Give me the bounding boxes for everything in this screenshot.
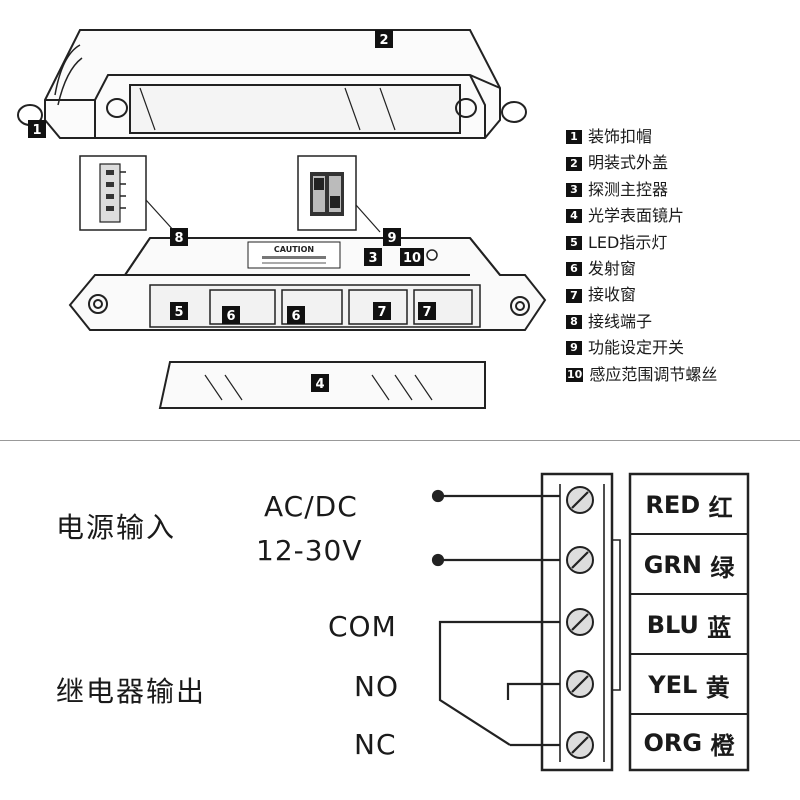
callout-6b: 6 [287, 306, 305, 324]
sticker-text: CAUTION [274, 245, 314, 254]
terminal-label-blu: BLU 蓝 [646, 611, 732, 642]
terminal-label-red: RED 红 [645, 491, 733, 522]
screw-yel [566, 670, 594, 698]
power-spec-line1: AC/DC [264, 490, 358, 523]
section-divider [0, 440, 800, 441]
svg-text:10: 10 [403, 251, 421, 266]
screw-org [566, 731, 594, 759]
callout-6a: 6 [222, 306, 240, 324]
svg-text:9: 9 [387, 231, 396, 246]
svg-text:6: 6 [291, 309, 300, 324]
svg-text:6: 6 [226, 309, 235, 324]
screw-blu [566, 608, 594, 636]
exploded-view: CAUTION 2 1 8 9 3 10 5 6 6 7 7 4 [17, 29, 547, 409]
callout-2: 2 [375, 30, 393, 48]
screw-grn [566, 546, 594, 574]
callout-5: 5 [170, 302, 188, 320]
svg-text:4: 4 [315, 377, 324, 392]
decorative-cap-right [501, 101, 527, 123]
svg-text:7: 7 [377, 305, 386, 320]
dip-switch-inset [297, 155, 381, 233]
callout-7b: 7 [418, 302, 436, 320]
callout-4: 4 [311, 374, 329, 392]
svg-text:5: 5 [174, 305, 183, 320]
terminal-label-yel: YEL 黄 [648, 671, 730, 702]
callout-9: 9 [383, 228, 401, 246]
svg-text:2: 2 [379, 33, 388, 48]
svg-text:1: 1 [32, 123, 41, 138]
svg-text:7: 7 [422, 305, 431, 320]
svg-text:8: 8 [174, 231, 183, 246]
screw-terminals [566, 486, 594, 759]
callout-3: 3 [364, 248, 382, 266]
color-label-table [628, 472, 750, 772]
nc-label: NC [354, 728, 397, 761]
com-label: COM [328, 610, 397, 643]
terminal-inset [79, 155, 176, 233]
svg-text:3: 3 [368, 251, 377, 266]
callout-1: 1 [28, 120, 46, 138]
screw-red [566, 486, 594, 514]
terminal-label-org: ORG 橙 [643, 729, 735, 760]
terminal-label-grn: GRN 绿 [643, 551, 735, 582]
power-input-title: 电源输入 [56, 511, 177, 544]
com-wire [438, 620, 560, 746]
callout-7a: 7 [373, 302, 391, 320]
no-wire [506, 682, 560, 700]
no-label: NO [354, 670, 399, 703]
outer-cover [44, 29, 501, 139]
relay-output-title: 继电器输出 [56, 675, 207, 708]
callout-10: 10 [400, 248, 424, 266]
power-spec-line2: 12-30V [256, 534, 363, 567]
callout-8: 8 [170, 228, 188, 246]
